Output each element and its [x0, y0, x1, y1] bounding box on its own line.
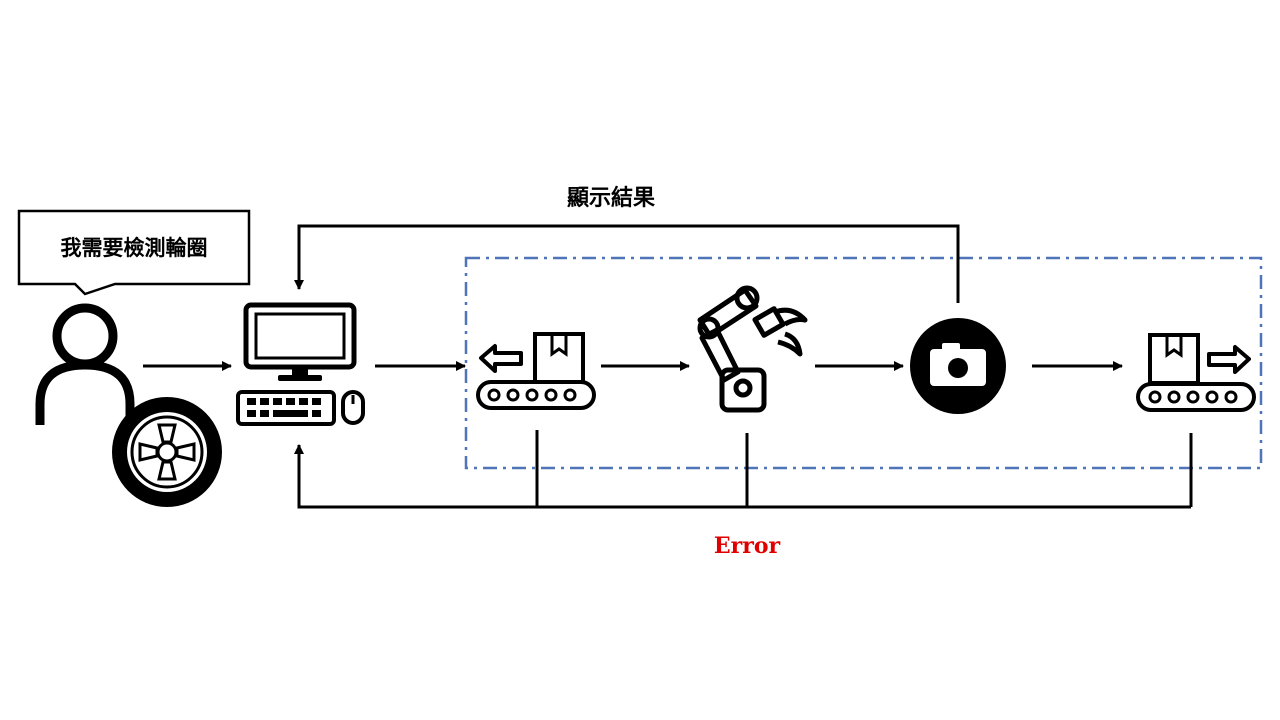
camera-icon — [910, 318, 1006, 414]
error-label: Error — [714, 533, 781, 559]
conveyor-outbound-icon — [1136, 333, 1256, 412]
speech-bubble-text: 我需要檢測輪圈 — [61, 235, 208, 260]
error-lines — [294, 430, 1193, 509]
speech-bubble: 我需要檢測輪圈 — [17, 209, 251, 296]
conveyor-inbound-icon — [476, 332, 596, 410]
user-icon — [35, 303, 135, 425]
feedback-result-line — [294, 224, 960, 303]
process-boundary-box — [464, 256, 1263, 470]
robotic-arm-icon — [697, 285, 808, 413]
feedback-label: 顯示結果 — [567, 185, 655, 211]
desktop-computer-icon — [236, 302, 365, 426]
wheel-rim-icon — [112, 397, 222, 507]
